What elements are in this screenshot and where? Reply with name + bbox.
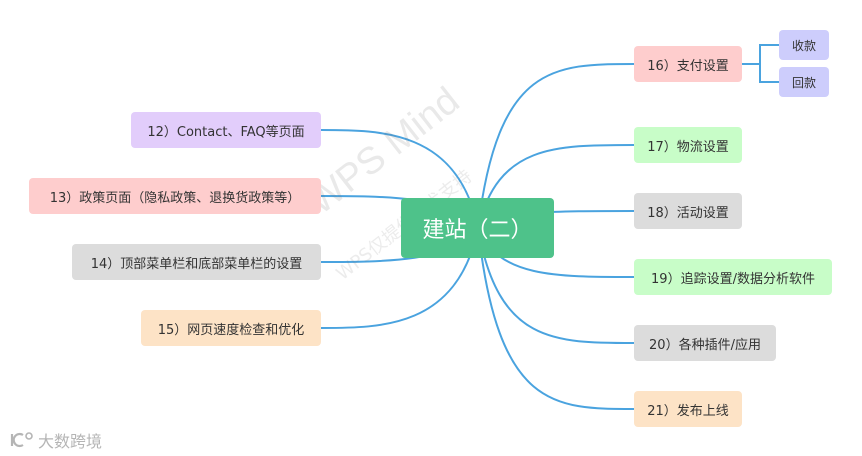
central-topic[interactable]: 建站（二） — [401, 198, 554, 258]
node-contact-faq[interactable]: 12）Contact、FAQ等页面 — [131, 112, 321, 148]
connector-right — [477, 63, 635, 229]
node-menu-settings[interactable]: 14）顶部菜单栏和底部菜单栏的设置 — [72, 244, 321, 280]
node-tracking-analytics[interactable]: 19）追踪设置/数据分析软件 — [634, 259, 832, 295]
connector-payment-child — [759, 44, 779, 64]
brand-logo: 大数跨境 — [8, 428, 102, 452]
node-repatriation[interactable]: 回款 — [779, 67, 829, 97]
node-speed-optimization[interactable]: 15）网页速度检查和优化 — [141, 310, 321, 346]
node-plugins-apps[interactable]: 20）各种插件/应用 — [634, 325, 776, 361]
node-launch[interactable]: 21）发布上线 — [634, 391, 742, 427]
connector-left — [320, 129, 479, 229]
connector-right — [477, 227, 635, 344]
logo-mark-icon — [8, 431, 34, 449]
connector-payment-child — [759, 64, 779, 83]
node-collection[interactable]: 收款 — [779, 30, 829, 60]
node-policy-pages[interactable]: 13）政策页面（隐私政策、退换货政策等） — [29, 178, 321, 214]
node-logistics-settings[interactable]: 17）物流设置 — [634, 127, 742, 163]
node-promotion-settings[interactable]: 18）活动设置 — [634, 193, 742, 229]
connector-left — [320, 227, 479, 329]
connector-right — [477, 227, 635, 410]
logo-text: 大数跨境 — [38, 432, 103, 451]
node-payment-settings[interactable]: 16）支付设置 — [634, 46, 742, 82]
